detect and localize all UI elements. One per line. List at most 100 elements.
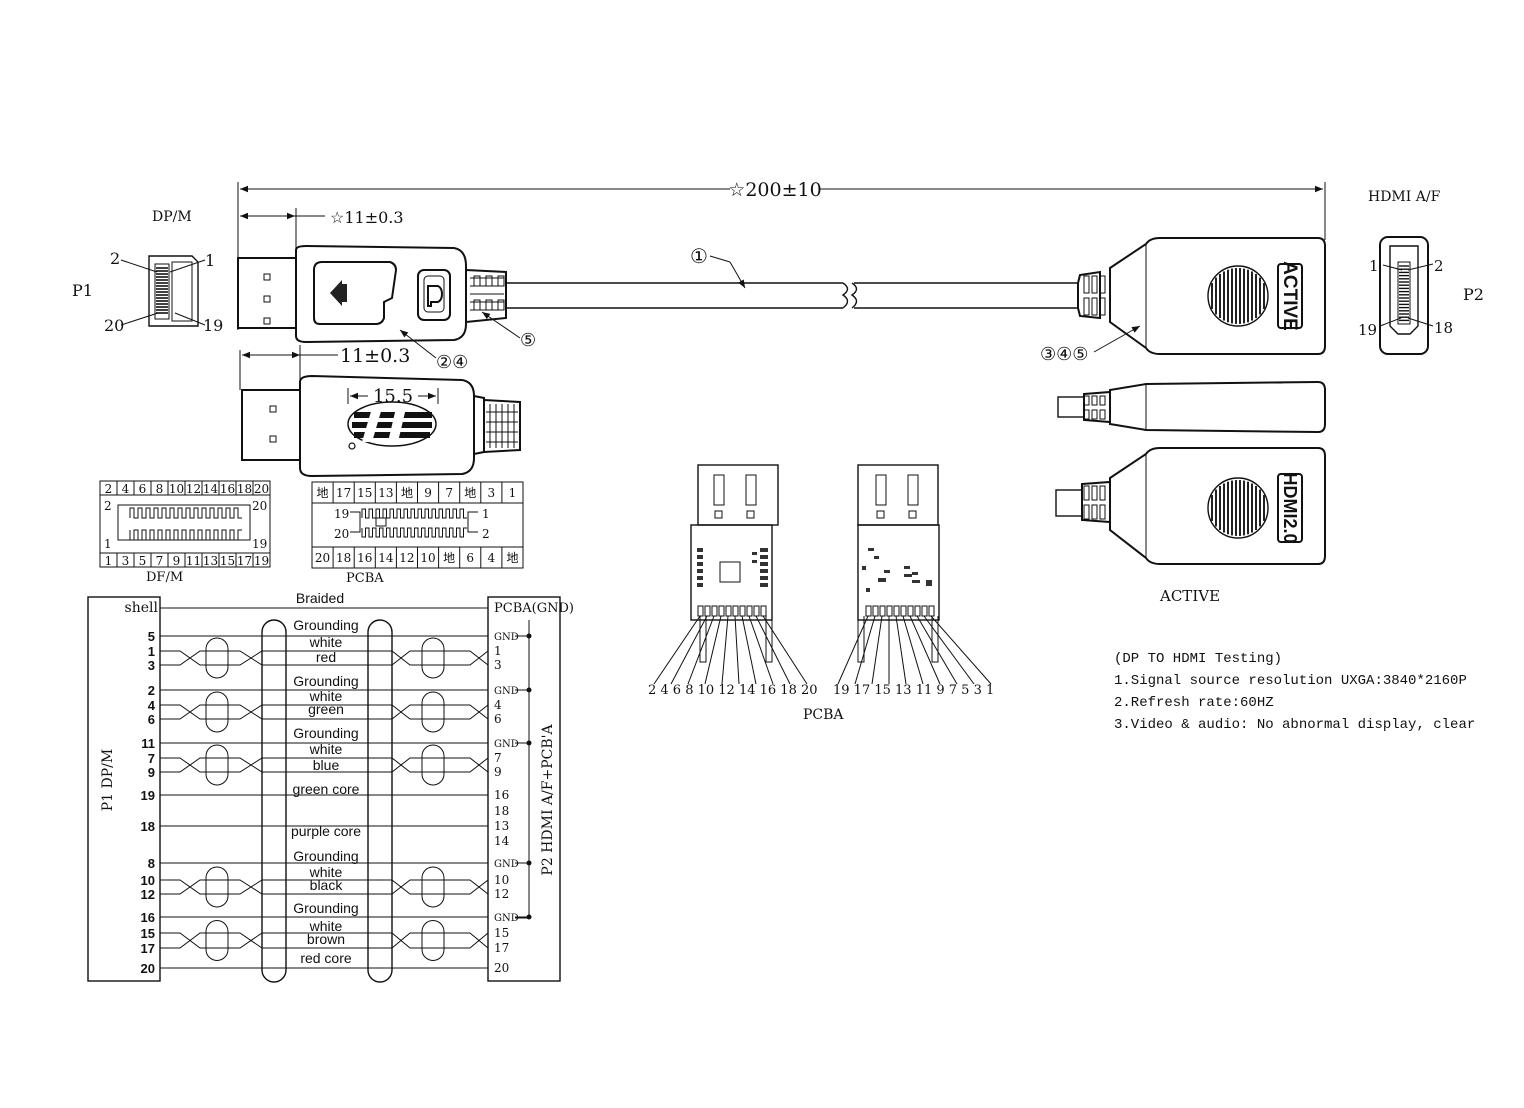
pcba-center-caption: PCBA bbox=[803, 707, 844, 723]
callout-1-label: ① bbox=[690, 244, 708, 268]
rib-slot bbox=[497, 275, 505, 287]
test-notes: (DP TO HDMI Testing) 1.Signal source res… bbox=[1114, 651, 1475, 733]
dfm-bottom-cell: 13 bbox=[203, 554, 218, 568]
dfm-bottom-cell: 15 bbox=[220, 554, 235, 568]
hdmi-pin-number: GND bbox=[494, 686, 519, 697]
pcba-side-1: 1 bbox=[482, 507, 490, 521]
smd-component bbox=[878, 578, 886, 582]
hdmi-pin-number: GND bbox=[494, 913, 519, 924]
hdmi-pin-number: 14 bbox=[494, 834, 510, 848]
pin-leader bbox=[837, 615, 869, 685]
hdmi-pin-1-label: 1 bbox=[1369, 257, 1379, 275]
dp-pin-number: 17 bbox=[141, 941, 155, 956]
pin-leader bbox=[762, 615, 808, 685]
p2-label: P2 bbox=[1463, 285, 1484, 304]
pair-shield-right bbox=[421, 637, 445, 679]
dfm-top-cell: 2 bbox=[105, 482, 113, 496]
edge-pad bbox=[928, 605, 935, 617]
pcba-gnd-label: PCBA(GND) bbox=[494, 601, 574, 616]
dp-pin-number: 11 bbox=[141, 736, 155, 751]
shell-label: shell bbox=[125, 600, 159, 616]
brand-logo bbox=[347, 401, 437, 450]
pin-leader bbox=[653, 615, 701, 685]
dfm-top-cell: 8 bbox=[156, 482, 164, 496]
smd-component bbox=[868, 548, 874, 551]
edge-pad bbox=[907, 605, 914, 617]
hdmi-adapter-top: ACTIVE bbox=[1077, 237, 1326, 355]
hdmi-pin-number: 12 bbox=[494, 887, 509, 901]
rib-slot bbox=[1099, 409, 1106, 420]
smd-component bbox=[760, 555, 768, 559]
smd-component bbox=[752, 560, 757, 563]
smd-component bbox=[874, 556, 879, 559]
edge-pad bbox=[725, 605, 732, 617]
pair-shield-left bbox=[205, 691, 229, 733]
dp-pin-number: 3 bbox=[148, 658, 155, 673]
gnd-node bbox=[526, 914, 532, 920]
hdmi20-housing-label: HDMI2.0 bbox=[1280, 472, 1300, 543]
edge-pad bbox=[886, 605, 893, 617]
edge-pad bbox=[900, 605, 907, 617]
dfm-bottom-cell: 9 bbox=[173, 554, 181, 568]
gnd-node bbox=[526, 740, 532, 746]
dfm-caption: DF/M bbox=[146, 570, 183, 585]
hdmi-connector-face: 1 2 19 18 bbox=[1358, 236, 1453, 355]
smd-component bbox=[904, 566, 910, 569]
dp-connector-face: 2 1 20 19 bbox=[104, 249, 223, 335]
edge-pad bbox=[879, 605, 886, 617]
p1-label: P1 bbox=[72, 281, 93, 300]
active-housing-label: ACTIVE bbox=[1279, 261, 1300, 331]
pcba-top-cell: 15 bbox=[357, 486, 372, 500]
dfm-side-2: 2 bbox=[104, 499, 112, 513]
dfm-bottom-cell: 3 bbox=[122, 554, 130, 568]
edge-pad bbox=[893, 605, 900, 617]
dimension-11-bottom: 11±0.3 bbox=[239, 345, 410, 390]
callout-345-label: ③④⑤ bbox=[1040, 344, 1088, 365]
hdmi-pin-number: GND bbox=[494, 739, 519, 750]
gnd-node bbox=[526, 633, 532, 639]
dp-pin-number: 1 bbox=[148, 644, 155, 659]
twisted-pair-wire bbox=[160, 932, 489, 949]
dp-pin-number: 8 bbox=[148, 856, 155, 871]
hdmi-pin-number: 3 bbox=[494, 658, 502, 672]
dp-pin-number: 5 bbox=[148, 629, 155, 644]
rib-slot bbox=[1083, 485, 1090, 501]
twisted-pair-wire bbox=[160, 704, 489, 720]
dfm-top-cell: 16 bbox=[220, 482, 235, 496]
twisted-pair-wire bbox=[160, 932, 489, 949]
edge-pad bbox=[739, 605, 746, 617]
rib-slot bbox=[473, 275, 481, 287]
smd-component bbox=[866, 588, 870, 592]
pin-leader bbox=[909, 615, 941, 685]
dfm-bottom-cell: 19 bbox=[254, 554, 269, 568]
smd-component bbox=[912, 580, 920, 583]
smd-component bbox=[697, 576, 703, 580]
hdmi-pin-18-label: 18 bbox=[1434, 319, 1453, 337]
pcba-board-right bbox=[837, 464, 992, 685]
pin-leader bbox=[748, 615, 774, 685]
dp-pin-20-label: 20 bbox=[104, 316, 124, 335]
wire-color-label: white bbox=[309, 864, 343, 880]
wire-color-label: green core bbox=[293, 781, 360, 797]
pcba-top-cell: 1 bbox=[509, 486, 517, 500]
twisted-pair-wire bbox=[160, 879, 489, 895]
wire-color-label: blue bbox=[313, 757, 340, 773]
smd-component bbox=[912, 572, 918, 575]
dp-pin-number: 15 bbox=[141, 926, 155, 941]
dp-pin-19-label: 19 bbox=[203, 316, 223, 335]
pin-leader bbox=[916, 615, 958, 685]
edge-pad bbox=[914, 605, 921, 617]
pcba-bottom-cell: 12 bbox=[399, 551, 414, 565]
rib-slot bbox=[473, 299, 481, 311]
rib-slot bbox=[1091, 409, 1098, 420]
wire-color-label: Grounding bbox=[293, 848, 358, 864]
dfm-side-1: 1 bbox=[104, 537, 112, 551]
callout-24-label: ②④ bbox=[436, 352, 468, 373]
dfm-top-cell: 20 bbox=[254, 482, 269, 496]
smd-component bbox=[697, 583, 703, 587]
dp-pin-number: 7 bbox=[148, 751, 155, 766]
pair-shield-right bbox=[421, 866, 445, 908]
pair-shield-right bbox=[421, 744, 445, 786]
